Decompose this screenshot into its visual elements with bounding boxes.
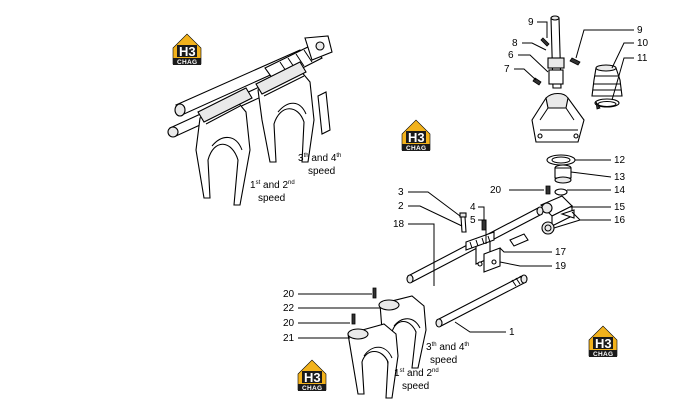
- label-3rd-4th-top: 3th and 4th: [298, 153, 341, 164]
- logo-mark: H3: [595, 336, 612, 351]
- brand-logo: H3 CHAG: [172, 33, 202, 66]
- logo-mark: H3: [179, 44, 196, 59]
- callout-20: 20: [283, 318, 295, 329]
- callout-6: 6: [508, 50, 514, 61]
- leader-lines: [298, 21, 634, 339]
- brand-logo: H3 CHAG: [297, 359, 327, 392]
- callout-9: 9: [528, 17, 534, 28]
- callout-15: 15: [614, 202, 626, 213]
- callout-12: 12: [614, 155, 626, 166]
- brand-logo: H3 CHAG: [401, 119, 431, 152]
- callout-11: 11: [637, 53, 648, 64]
- logo-mark: H3: [408, 130, 425, 145]
- callout-4: 4: [470, 202, 476, 213]
- callout-16: 16: [614, 215, 626, 226]
- callout-7: 7: [504, 64, 510, 75]
- brand-logo: H3 CHAG: [588, 325, 618, 358]
- label-speed: speed: [258, 193, 285, 204]
- callout-1: 1: [509, 327, 515, 338]
- callout-5: 5: [470, 215, 476, 226]
- callout-19: 19: [555, 261, 567, 272]
- logo-text: CHAG: [593, 351, 613, 358]
- shift-rods: [406, 206, 544, 328]
- lever-housing-group: [531, 15, 623, 143]
- fork-assembly-top: [167, 35, 333, 206]
- label-speed: speed: [402, 381, 429, 392]
- callout-20: 20: [490, 185, 502, 196]
- spring-bushing-stack: [540, 154, 576, 235]
- fork-assembly-bottom: [347, 287, 427, 399]
- callout-numbers: 9 9 8 6 7 10 11 12 13 14 15 16 20 3 2 4 …: [283, 17, 649, 344]
- callout-21: 21: [283, 333, 295, 344]
- label-speed: speed: [308, 166, 335, 177]
- logo-text: CHAG: [177, 59, 197, 66]
- callout-9: 9: [637, 25, 643, 36]
- callout-17: 17: [555, 247, 567, 258]
- callout-10: 10: [637, 38, 649, 49]
- label-3rd-4th-bottom: 3th and 4th: [426, 342, 469, 353]
- callout-13: 13: [614, 172, 626, 183]
- logo-text: CHAG: [406, 145, 426, 152]
- label-speed: speed: [430, 355, 457, 366]
- callout-18: 18: [393, 219, 405, 230]
- logo-mark: H3: [304, 370, 321, 385]
- logo-text: CHAG: [302, 385, 322, 392]
- callout-2: 2: [398, 201, 404, 212]
- callout-22: 22: [283, 303, 295, 314]
- label-1st-2nd-bottom: 1st and 2nd: [394, 368, 439, 379]
- callout-3: 3: [398, 187, 404, 198]
- callout-8: 8: [512, 38, 518, 49]
- callout-20: 20: [283, 289, 295, 300]
- callout-14: 14: [614, 185, 626, 196]
- label-1st-2nd-top: 1st and 2nd: [250, 180, 295, 191]
